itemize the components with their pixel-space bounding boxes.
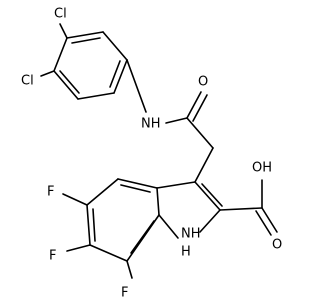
aromatic-inner-bond (130, 220, 155, 254)
c-cl-bond (40, 70, 55, 77)
carboxyl-double-bond (255, 210, 272, 236)
dichlorophenyl-ring (53, 31, 128, 100)
bond (53, 37, 68, 72)
carbonyl-ch2-bond (186, 117, 214, 149)
indole-h-label: H (181, 245, 191, 260)
fluorine-label: F (47, 185, 54, 200)
c-f-bond (62, 193, 88, 206)
carbonyl-double-bond (192, 94, 208, 122)
bond (86, 178, 119, 206)
nh-carbonyl-bond (165, 117, 188, 124)
aromatic-inner-bond (59, 70, 80, 94)
bond (156, 181, 196, 189)
c-cl-bond (59, 23, 68, 39)
carbonyl-double-bond (186, 91, 202, 119)
ch2-indole-bond (194, 147, 214, 183)
ring-carboxyl-bond (219, 207, 263, 211)
bond (86, 204, 91, 246)
chlorine-label: Cl (21, 74, 34, 89)
bond (156, 187, 160, 216)
aromatic-inner-bond (71, 37, 101, 44)
bond (89, 244, 128, 262)
fluorine-label: F (121, 286, 128, 301)
carboxyl-double-bond (261, 207, 278, 233)
indole-nh-label: NH (181, 227, 201, 242)
bond (158, 214, 179, 239)
c-f-bond (126, 260, 133, 279)
bond (66, 31, 104, 39)
aromatic-inner-bond (109, 60, 121, 88)
bond (117, 178, 158, 189)
c-f-bond (66, 244, 91, 252)
amide-oxygen-label: O (198, 75, 208, 90)
aryl-nh-bond (126, 59, 147, 113)
bond (77, 92, 115, 100)
bond (102, 31, 128, 61)
hydroxyl-label: OH (252, 161, 272, 176)
aromatic-inner-bond (92, 208, 96, 242)
benzo-ring (86, 178, 160, 262)
carboxyl-oxygen-label: O (272, 238, 282, 253)
bond (194, 181, 221, 211)
aromatic-inner-bond (120, 184, 151, 193)
bond (113, 59, 128, 94)
bond (53, 70, 79, 100)
bond (201, 183, 223, 207)
pyrrole-ring (156, 181, 223, 239)
fluorine-label: F (49, 249, 56, 264)
chemical-structure-drawing: Cl Cl NH O OH O F F F NH H (21, 7, 282, 301)
chlorine-label: Cl (54, 7, 67, 22)
bond (199, 209, 221, 233)
amide-nh-label: NH (141, 117, 161, 132)
